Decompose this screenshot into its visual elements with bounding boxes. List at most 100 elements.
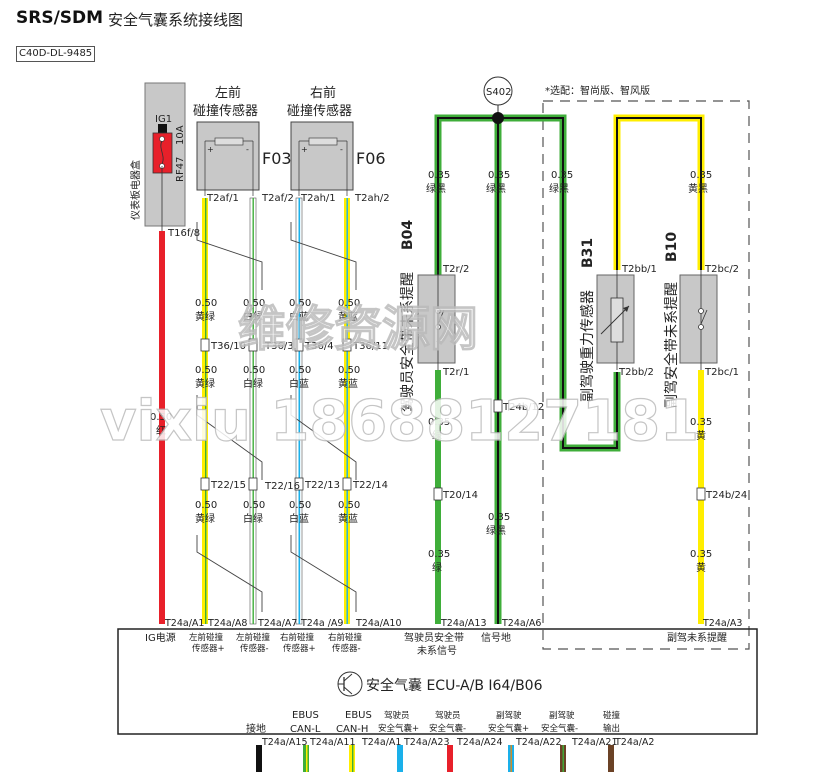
wire-gauge: 0.35 [428,170,450,181]
component-b31-name: 副驾驶重力传感器 [579,290,596,402]
connector-t22 [200,477,352,491]
sensor-f06-title1: 右前 [310,85,336,101]
pin-t2r-1: T2r/1 [442,367,469,378]
ecu-pin-label: CAN-L [290,724,321,735]
wire-gauge: 0.50 [243,365,265,376]
wire-color: 黄黑 [688,182,708,195]
connector-label: T22/15 [210,480,246,491]
wire-red-bottom [447,745,453,772]
wire-color: 黄蓝 [338,377,358,390]
wire-color: 白绿 [243,377,263,390]
ecu-pin: T24a/A6 [501,618,541,629]
transistor-icon [337,671,363,697]
wire-yellow-blue [344,198,350,624]
ecu-pin-label: 传感器+ [283,643,316,654]
wire-yellow-black [613,114,705,270]
wire-blue [397,745,403,772]
wire-black [256,745,262,772]
wire-gauge: 0.50 [289,500,311,511]
wire-gauge: 0.35 [428,417,450,428]
wire-yellow-green-canh [349,745,355,772]
wire-gauge: 0.35 [551,170,573,181]
ecu-pin-label: 驾驶员安全带 [404,631,464,644]
ecu-pin: T24a/A8 [207,618,247,629]
diagram-code: C40D-DL-9485 [16,46,96,62]
wire-color: 绿黑 [549,182,569,195]
connector-label: T24b/12 [502,402,544,413]
wire-color: 黄 [696,561,706,574]
wire-color: 白绿 [243,512,263,525]
component-b31-code: B31 [580,238,596,268]
resistor-icon [610,297,624,343]
connector-label: T22/13 [304,480,340,491]
wire-color: 绿 [432,561,442,574]
ecu-pin: T24a/A23 [403,737,450,748]
wire-gauge: 0.50 [289,365,311,376]
ecu-name: 安全气囊 ECU-A/B I64/B06 [366,677,543,694]
wire-gauge: 0.35 [488,512,510,523]
wire-color: 黄蓝 [338,310,358,323]
watermark-line1: 维修资源网 [238,301,478,357]
wire-gauge: 0.50 [195,500,217,511]
ecu-pin-label: 接地 [246,722,266,735]
component-b10-name: 副驾安全带未系提醒 [663,282,680,408]
ecu-pin-label: 安全气囊+ [378,723,419,734]
wire-brown-green [560,745,566,772]
sensor-f06-box [290,121,354,191]
wire-gauge: 0.50 [338,298,360,309]
connector-label: T36/4 [304,341,334,352]
wire-color: 白蓝 [289,377,309,390]
title-en: SRS/SDM [16,8,104,28]
ecu-pin-label: 安全气囊+ [488,723,529,734]
ecu-pin: T24a/A22 [515,737,562,748]
wire-gauge: 0.50 [338,365,360,376]
component-b04 [417,274,456,364]
connector-label: T24b/24 [705,490,747,501]
wire-color: 绿黑 [486,182,506,195]
component-b10-code: B10 [664,232,680,262]
wire-color-red: 红 [156,424,166,437]
sensor-f03-title2: 碰撞传感器 [193,103,258,119]
ecu-pin-label: EBUS [292,710,319,721]
wire-color: 黄绿 [195,512,215,525]
wire-white-blue [295,197,303,625]
ecu-pin-label: 信号地 [481,631,511,644]
ecu-pin-label: 副驾驶 [496,710,522,721]
wire-color: 白绿 [243,310,263,323]
component-b10 [679,274,718,364]
ecu-pin: T24a/A21 [571,737,618,748]
ecu-pin-label: 副驾未系提醒 [667,632,727,644]
wire-gauge-red: 0.50 [150,412,172,423]
ecu-pin: T24a/A11 [309,737,356,748]
ecu-pin-label: 驾驶员 [384,710,410,721]
connector-t24b-24 [696,487,706,501]
pin-t16f-8: T16f/8 [167,228,200,239]
wire-color: 绿 [432,429,442,442]
sensor-f03-code: F03 [262,149,292,168]
ecu-pin-label: 传感器- [332,643,361,654]
ecu-pin-label: 安全气囊- [429,723,466,734]
svg-text:-: - [340,145,343,154]
wire-gauge: 0.35 [690,417,712,428]
connector-t24b-12 [493,399,503,413]
sensor-f03-title1: 左前 [215,85,241,101]
sensor-f06-code: F06 [356,149,386,168]
wire-gauge: 0.50 [195,298,217,309]
wire-color: 绿黑 [486,524,506,537]
title-cn: 安全气囊系统接线图 [108,11,244,29]
variable-arrow-icon [600,305,630,335]
connector-label: T36/11 [352,341,388,352]
wire-gauge: 0.35 [428,549,450,560]
ecu-pin-label: 输出 [603,723,620,734]
wire-color: 黄 [696,429,706,442]
connector-t36 [200,338,352,352]
pin-t2af-2: T2af/2 [261,193,294,204]
ecu-pin: T24a/A2 [614,737,654,748]
option-note: *选配：智尚版、智风版 [545,84,650,97]
ecu-pin-label: EBUS [345,710,372,721]
ecu-pin: T24a/A1 [361,737,401,748]
ecu-pin: T24a/A7 [257,618,297,629]
sensor-f06-title2: 碰撞传感器 [287,103,352,119]
ecu-pin-label: 安全气囊- [541,723,578,734]
